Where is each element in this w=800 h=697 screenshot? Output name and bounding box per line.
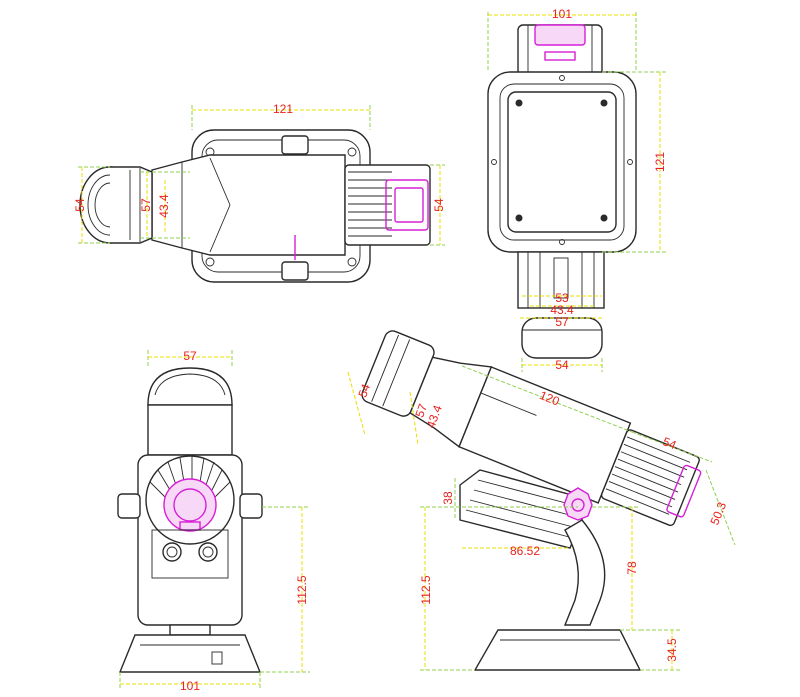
- rear-view: 101 121 53 43.4 57 54: [487, 7, 668, 372]
- top-knob: [281, 135, 309, 155]
- side-arm: [563, 519, 606, 626]
- dim-rear-width: 101: [552, 7, 572, 21]
- front-base: [118, 634, 262, 673]
- top-view: 121 54 57 43.4 54: [73, 102, 446, 283]
- dim-side-rear-len: 54: [661, 434, 679, 452]
- dim-top-inner-lens: 43.4: [157, 194, 171, 218]
- side-base: [473, 629, 642, 671]
- dim-front-base-width: 101: [180, 679, 200, 693]
- dim-side-fin-len: 86.52: [510, 544, 540, 558]
- dim-side-base: 34.5: [665, 638, 679, 662]
- dim-side-arm: 78: [625, 561, 639, 575]
- dim-rear-d1: 53: [555, 291, 569, 305]
- dim-top-length: 121: [273, 102, 293, 116]
- rear-fins: [344, 164, 431, 246]
- side-knob: [563, 487, 593, 521]
- dim-rear-height: 121: [653, 152, 667, 172]
- dim-top-rear-dia: 54: [432, 198, 446, 212]
- bottom-knob: [281, 261, 309, 281]
- dim-top-inner-dia: 57: [139, 198, 153, 212]
- rear-panel: [507, 91, 617, 233]
- rear-neck: [517, 251, 605, 309]
- main-body: [151, 154, 346, 256]
- dim-side-height: 112.5: [419, 575, 433, 604]
- dim-rear-d4: 54: [555, 358, 569, 372]
- dim-top-front-dia: 54: [73, 198, 87, 212]
- side-view: 54 57 43.4 120 54 50.3 38 86.52 112.5 78…: [347, 330, 736, 671]
- dim-side-fin-h: 38: [441, 491, 455, 505]
- dim-side-inner-dia: 57: [412, 402, 430, 420]
- dim-rear-d3: 57: [555, 315, 569, 329]
- front-right-knob: [239, 493, 263, 519]
- dim-front-height: 112.5: [295, 575, 309, 604]
- dim-front-top-width: 57: [183, 349, 197, 363]
- front-view: 57 112.5 101: [117, 349, 310, 693]
- front-body-upper: [147, 404, 233, 456]
- dim-side-front-dia: 54: [355, 382, 373, 400]
- dim-rear-d2: 43.4: [550, 303, 574, 317]
- front-left-knob: [117, 493, 141, 519]
- front-dome: [147, 367, 233, 406]
